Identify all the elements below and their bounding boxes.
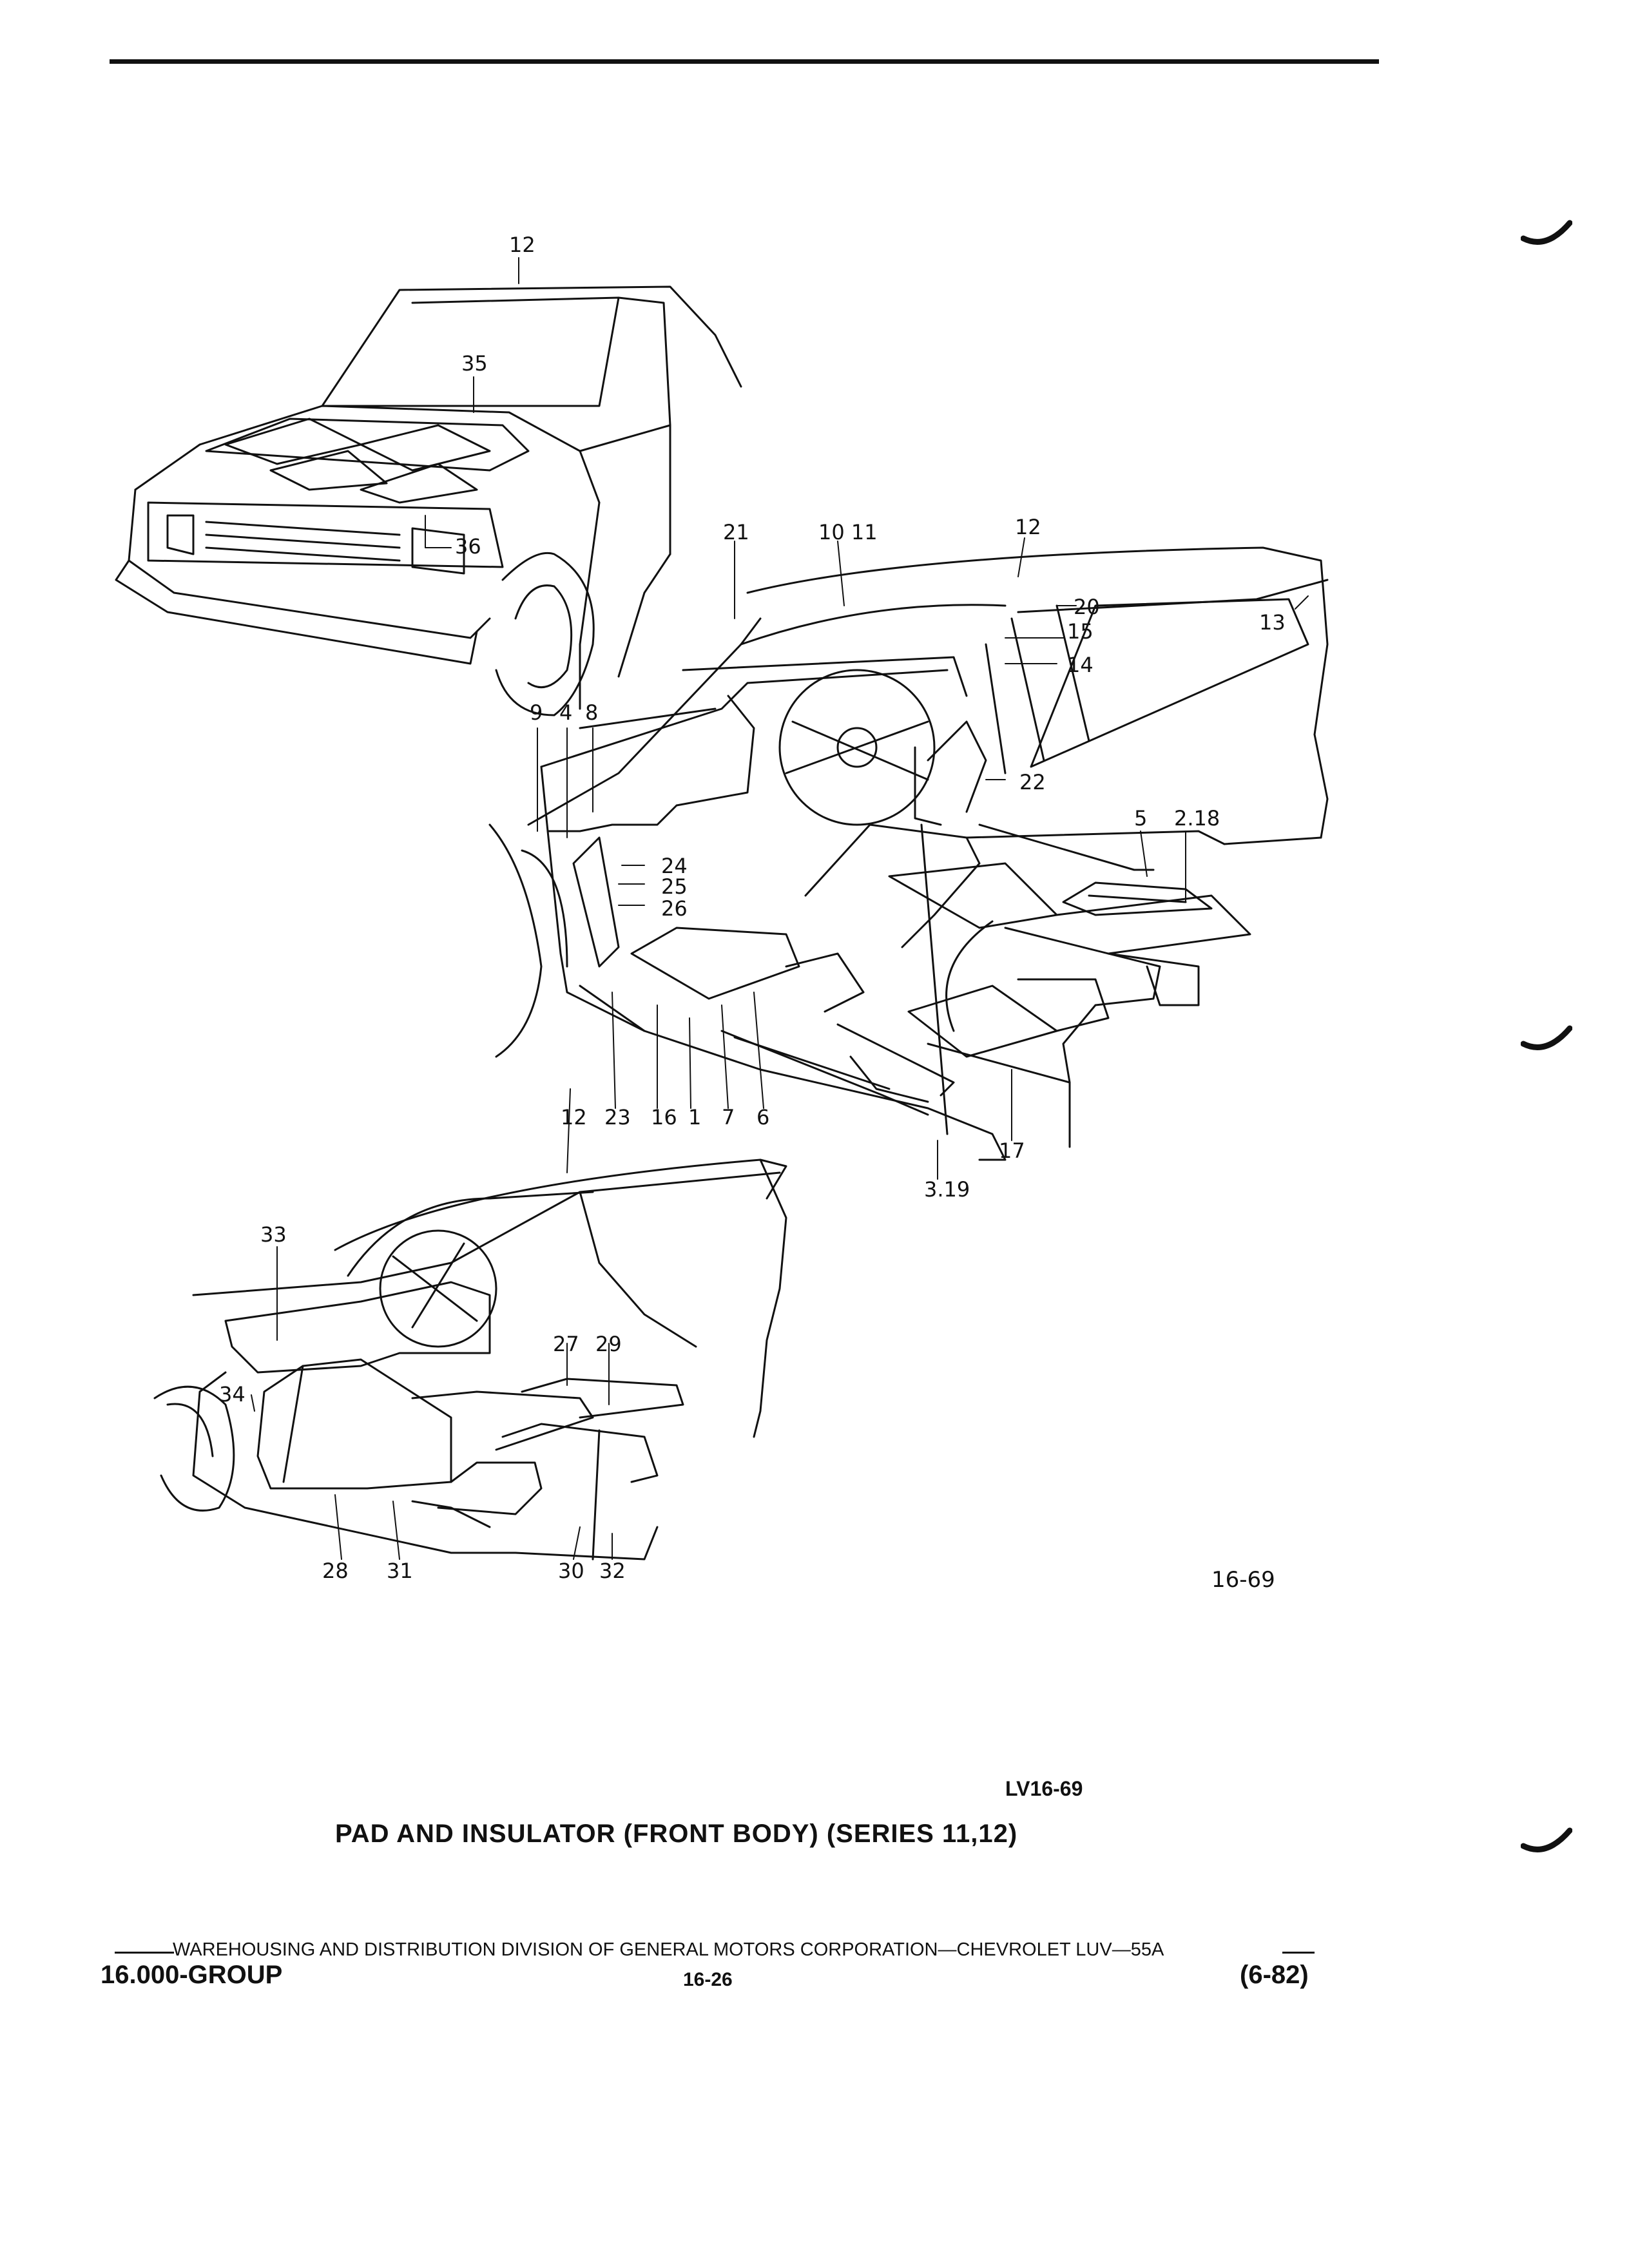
callout-hood-36: 36 (455, 534, 481, 559)
revision-date: (6-82) (1240, 1961, 1309, 1989)
callout-main-12: 12 (1015, 515, 1041, 539)
top-rule (110, 59, 1379, 64)
binder-mark-1 (1521, 220, 1572, 245)
binder-mark-2 (1521, 1025, 1572, 1050)
callout-main-24: 24 (661, 854, 688, 878)
hood-view-drawing (115, 285, 742, 716)
callout-main-20: 20 (1074, 595, 1100, 619)
callout-main-1: 1 (688, 1105, 702, 1129)
main-view-drawing (488, 546, 1329, 1161)
callout-main-8: 8 (585, 700, 599, 725)
callout-main-15: 15 (1067, 619, 1094, 644)
callout-main-16: 16 (651, 1105, 677, 1129)
callout-main-3-19: 3.19 (924, 1177, 970, 1202)
callout-main-13: 13 (1259, 610, 1286, 635)
callout-lower-30: 30 (558, 1559, 584, 1583)
callout-lower-29: 29 (595, 1332, 622, 1356)
lower-view-drawing (153, 1158, 787, 1561)
callout-main-4: 4 (559, 700, 573, 725)
parts-illustration (115, 257, 1329, 1561)
callout-lower-31: 31 (387, 1559, 413, 1583)
callout-lower-34: 34 (219, 1382, 246, 1407)
reference-code: LV16-69 (1005, 1777, 1083, 1800)
callout-main-25: 25 (661, 874, 688, 899)
callout-lower-27: 27 (553, 1332, 579, 1356)
callout-main-23: 23 (604, 1105, 631, 1129)
callout-hood-12: 12 (509, 233, 535, 257)
footer-dash-right (1282, 1952, 1315, 1954)
callout-main-14: 14 (1067, 653, 1094, 677)
callout-main-17: 17 (999, 1139, 1025, 1163)
callout-main-5: 5 (1134, 806, 1148, 831)
leader-lines (251, 257, 1309, 1560)
callout-main-7: 7 (722, 1105, 735, 1129)
callout-main-6: 6 (757, 1105, 770, 1129)
callout-lower-33: 33 (260, 1222, 287, 1247)
callout-main-12-lower: 12 (561, 1105, 587, 1129)
callout-hood-35: 35 (461, 351, 488, 376)
callout-main-21: 21 (723, 520, 749, 544)
figure-number: 16-69 (1211, 1567, 1275, 1593)
group-label: 16.000-GROUP (101, 1961, 283, 1989)
callout-main-10-11: 10 11 (818, 520, 878, 544)
callout-main-22: 22 (1019, 770, 1046, 794)
callout-lower-28: 28 (322, 1559, 349, 1583)
callout-lower-32: 32 (599, 1559, 626, 1583)
binder-mark-3 (1521, 1827, 1572, 1852)
page-title: PAD AND INSULATOR (FRONT BODY) (SERIES 1… (335, 1820, 1018, 1848)
footer-dash-left (115, 1952, 174, 1954)
callout-main-9: 9 (530, 700, 543, 725)
callout-main-2-18: 2.18 (1174, 806, 1220, 831)
footer-text: WAREHOUSING AND DISTRIBUTION DIVISION OF… (173, 1939, 1164, 1960)
callout-main-26: 26 (661, 896, 688, 921)
page-number: 16-26 (683, 1969, 733, 1990)
